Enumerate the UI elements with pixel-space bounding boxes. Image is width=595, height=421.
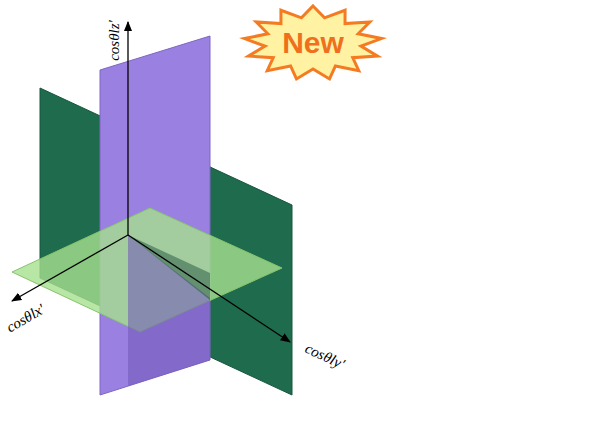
z-axis (127, 22, 128, 235)
axis-label: cosθlz' (105, 20, 122, 61)
badge-text: New (282, 26, 344, 60)
starburst-badge: New (242, 4, 384, 82)
axis-label: cosθly' (303, 340, 348, 373)
dark-green-plane-shade (128, 235, 210, 300)
starburst-shape (245, 6, 382, 79)
x-axis (12, 235, 128, 301)
purple-plane-shade (128, 235, 210, 386)
axis-label: cosθlx' (4, 300, 48, 335)
y-axis (128, 235, 290, 342)
